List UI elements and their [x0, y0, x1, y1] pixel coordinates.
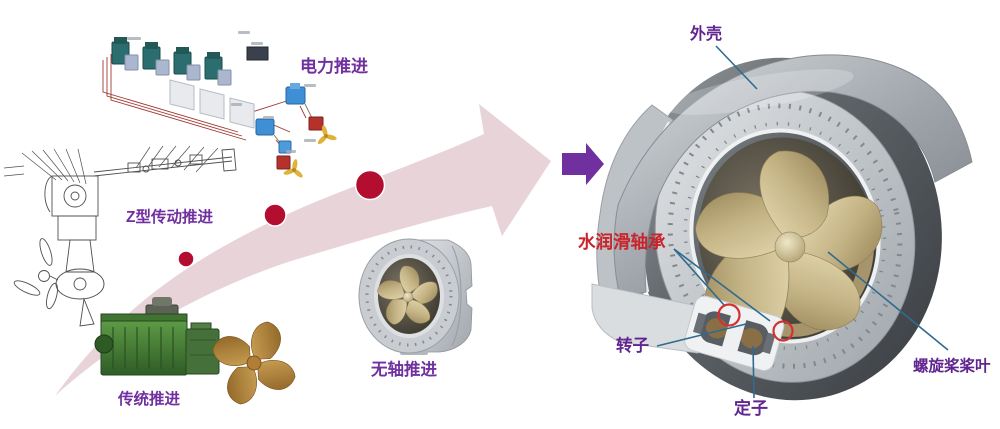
label-rotor: 转子 — [616, 337, 649, 355]
milestone-dot-3 — [263, 203, 287, 227]
bearing-leader-line-2 — [673, 248, 771, 322]
rotor-leader-line — [656, 323, 747, 347]
blade-leader-line — [827, 251, 949, 351]
bearing-circle-1 — [717, 303, 741, 327]
label-water-lubricated-bearing: 水润滑轴承 — [578, 232, 666, 252]
milestone-dot-4 — [354, 169, 386, 201]
label-propeller-blade: 螺旋桨桨叶 — [913, 358, 991, 375]
shaftless-thruster-image — [358, 238, 473, 355]
label-traditional-propulsion: 传统推进 — [118, 391, 181, 408]
bearing-leader-line-1 — [673, 248, 725, 306]
traditional-propulsion-image — [94, 297, 296, 405]
label-z-drive-propulsion: Z型传动推进 — [126, 209, 213, 226]
switchboard-cabinets — [169, 79, 255, 129]
label-electric-propulsion: 电力推进 — [300, 57, 368, 76]
control-panel — [246, 46, 269, 61]
label-shaftless-propulsion: 无轴推进 — [371, 361, 437, 379]
bearing-highlight-circles — [717, 303, 794, 342]
cutaway-ledge — [591, 283, 713, 354]
z-drive-diagram — [3, 145, 237, 327]
label-stator: 定子 — [734, 399, 768, 418]
thruster-blades — [377, 265, 438, 325]
z-drive-propeller — [13, 238, 59, 310]
engine-block — [100, 320, 188, 376]
outer-casing — [613, 54, 973, 299]
milestone-dots — [111, 169, 386, 328]
generator-sets — [111, 37, 232, 86]
rim-thruster-render — [591, 54, 973, 401]
stator-leader-line — [752, 345, 755, 399]
casing-leader-line — [715, 45, 758, 90]
leader-fan-lines — [3, 145, 219, 185]
transition-arrow — [562, 143, 604, 185]
trend-arrow-shape — [55, 104, 551, 396]
tiny-caption-marks — [127, 31, 316, 153]
bearing-circle-2 — [772, 320, 794, 342]
propulsion-motor-chain-1 — [285, 83, 337, 145]
electric-propulsion-diagram — [102, 31, 337, 178]
milestone-dot-2 — [177, 250, 195, 268]
callout-leader-lines — [656, 45, 949, 399]
label-casing: 外壳 — [690, 26, 723, 43]
stator-cross-section — [684, 295, 785, 372]
propulsion-motor-chain-2 — [255, 118, 303, 178]
trend-arrow — [55, 104, 551, 396]
bronze-propeller — [212, 321, 296, 405]
